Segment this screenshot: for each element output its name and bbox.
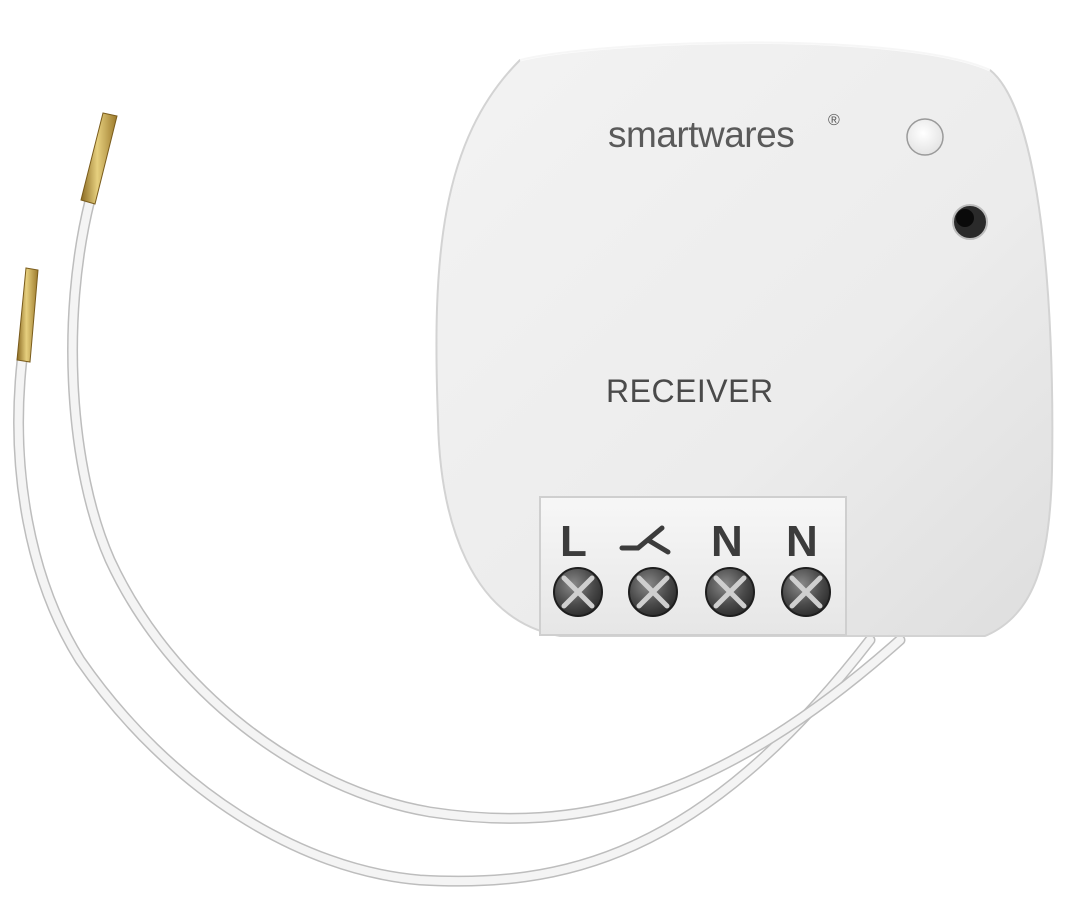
terminal-screw-3[interactable] bbox=[705, 567, 755, 617]
wire-left bbox=[13, 354, 876, 887]
wire-end-left bbox=[16, 267, 39, 363]
model-label: RECEIVER bbox=[606, 373, 774, 409]
brand-logo: smartwares bbox=[608, 114, 794, 155]
receiver-housing bbox=[435, 41, 1054, 637]
registered-mark: ® bbox=[828, 112, 840, 129]
wire-right bbox=[67, 194, 906, 824]
terminal-label-n1: N bbox=[711, 517, 743, 566]
terminal-label-n2: N bbox=[786, 517, 818, 566]
status-led bbox=[906, 118, 944, 156]
terminal-screw-4[interactable] bbox=[781, 567, 831, 617]
terminal-label-l: L bbox=[560, 517, 587, 566]
wire-end-right bbox=[80, 112, 118, 205]
switched-output-icon bbox=[619, 525, 671, 555]
terminal-screw-1[interactable] bbox=[553, 567, 603, 617]
pairing-button-hole[interactable] bbox=[952, 204, 988, 240]
terminal-screw-2[interactable] bbox=[628, 567, 678, 617]
